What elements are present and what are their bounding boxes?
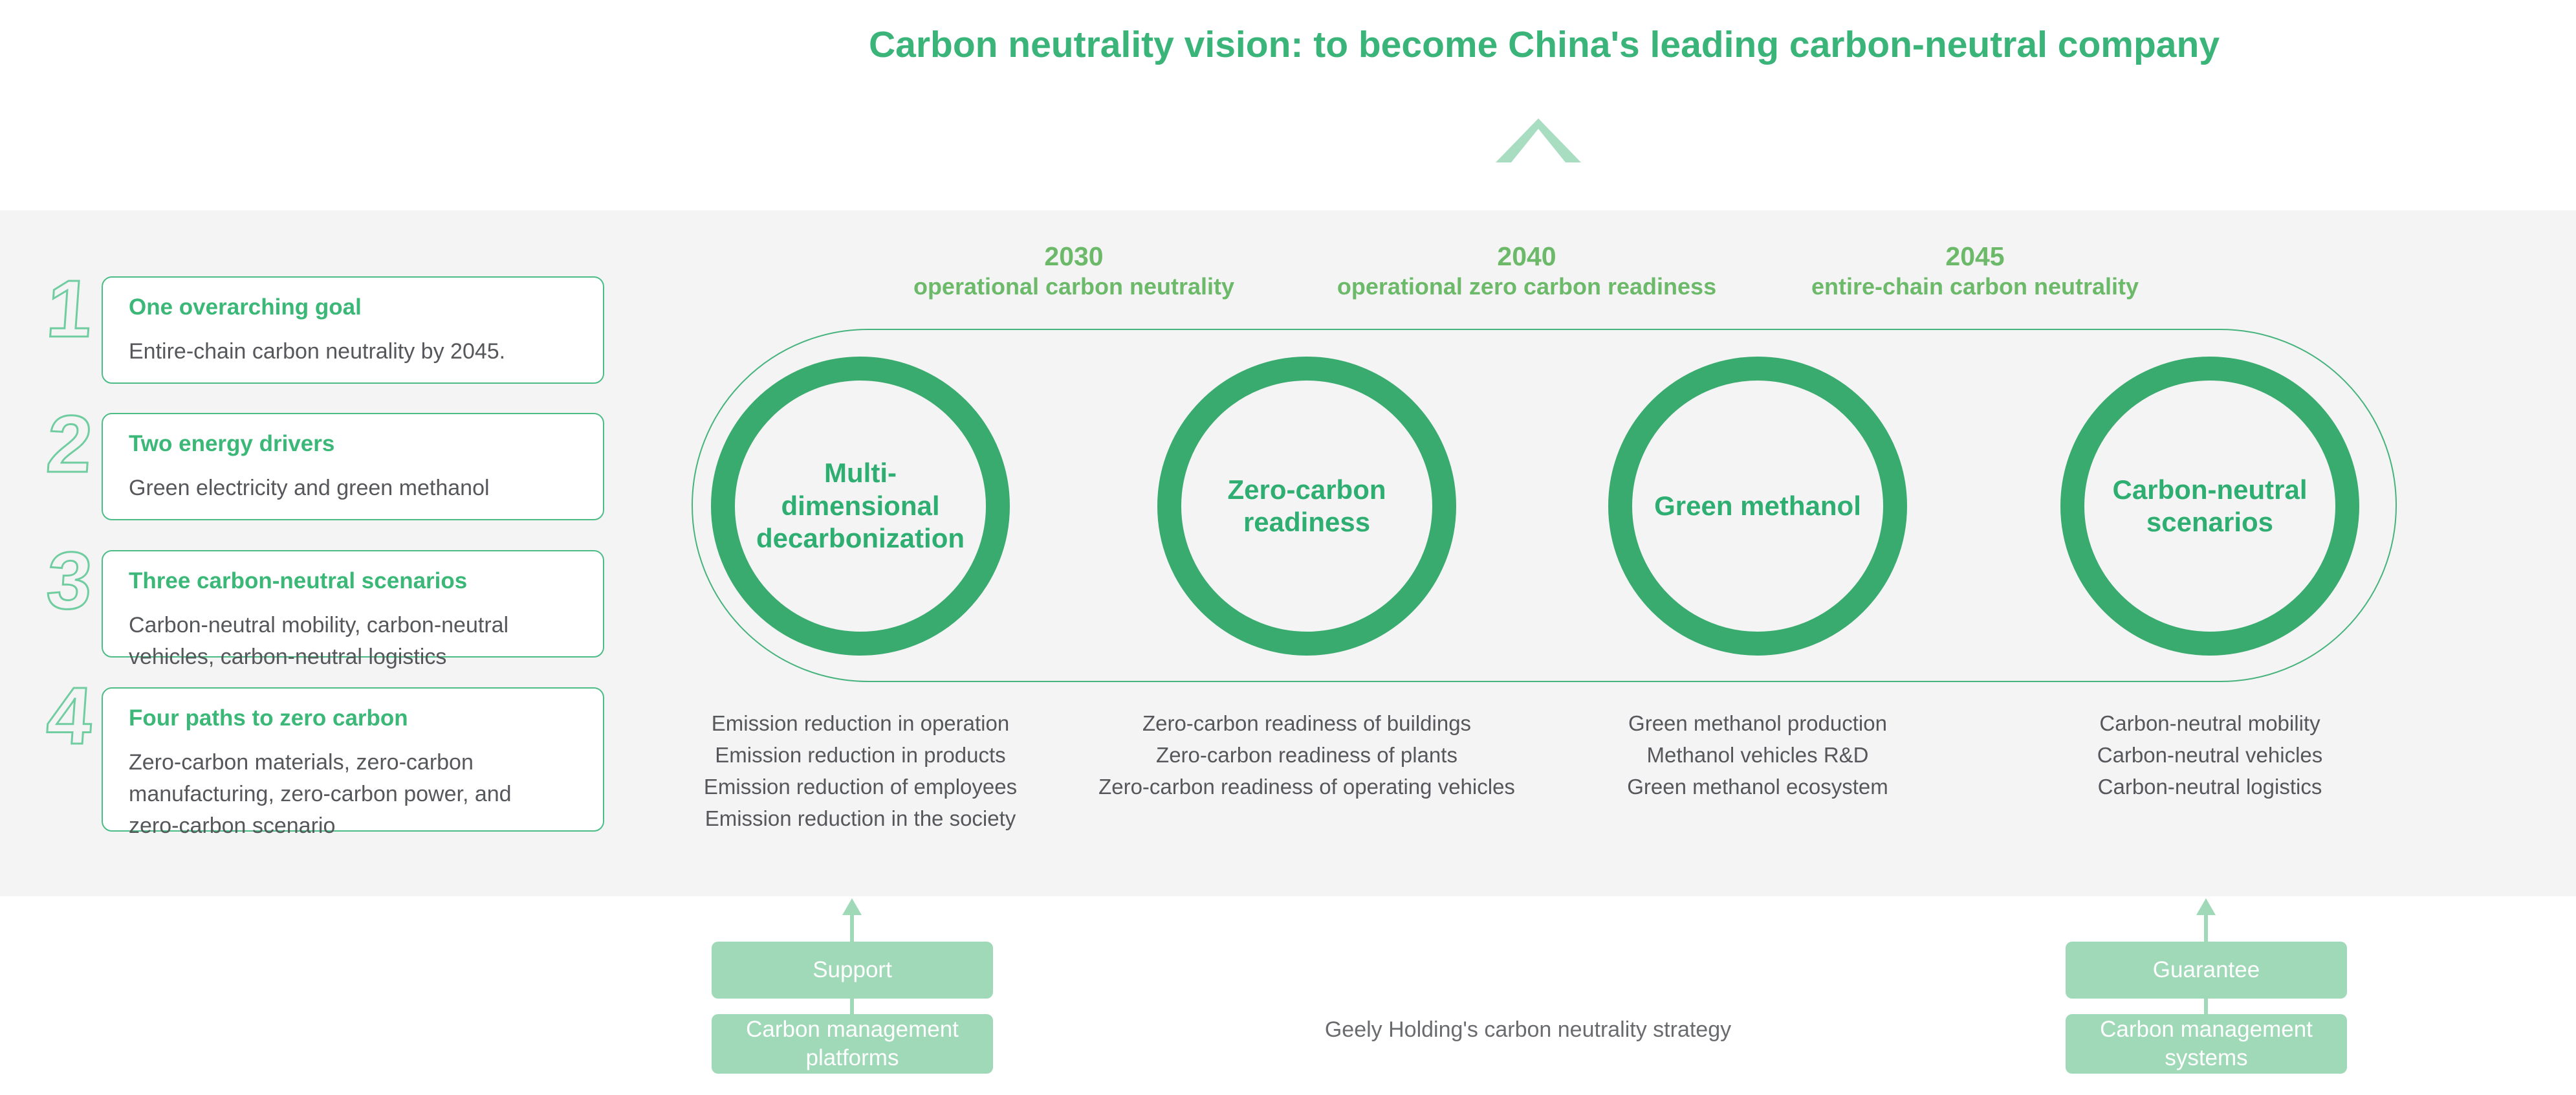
page-title: Carbon neutrality vision: to become Chin… bbox=[868, 24, 2220, 65]
goal-body: Green electricity and green methanol bbox=[129, 476, 490, 500]
goal-card-1: One overarching goal Entire-chain carbon… bbox=[102, 276, 604, 384]
pill-outline bbox=[692, 329, 2397, 682]
list-item: Carbon-neutral vehicles bbox=[2097, 743, 2323, 767]
pillar-list-decarbonization: Emission reduction in operation Emission… bbox=[634, 707, 1087, 834]
milestone-2040: 2040 operational zero carbon readiness bbox=[1300, 241, 1753, 302]
support-box: Support bbox=[712, 942, 993, 999]
pillar-circle-readiness: Zero-carbon readiness bbox=[1157, 357, 1456, 656]
connector-line bbox=[850, 999, 854, 1015]
milestone-year: 2030 bbox=[1044, 241, 1104, 271]
milestone-2045: 2045 entire-chain carbon neutrality bbox=[1749, 241, 2201, 302]
list-item: Emission reduction in operation bbox=[711, 711, 1010, 735]
milestone-label: entire-chain carbon neutrality bbox=[1811, 273, 2139, 300]
pillar-list-methanol: Green methanol production Methanol vehic… bbox=[1531, 707, 1984, 802]
list-item: Zero-carbon readiness of plants bbox=[1156, 743, 1457, 767]
list-item: Emission reduction in the society bbox=[704, 806, 1016, 830]
pillar-circle-decarbonization: Multi- dimensional decarbonization bbox=[711, 357, 1010, 656]
goal-card-2: Two energy drivers Green electricity and… bbox=[102, 413, 604, 520]
list-item: Carbon-neutral mobility bbox=[2099, 711, 2320, 735]
milestone-label: operational zero carbon readiness bbox=[1337, 273, 1717, 300]
arrow-stem bbox=[2204, 912, 2208, 942]
chevron-up-icon bbox=[1496, 118, 1581, 162]
pillar-list-readiness: Zero-carbon readiness of buildings Zero-… bbox=[1080, 707, 1533, 802]
circle-label: Carbon-neutral scenarios bbox=[2112, 474, 2308, 537]
arrow-up-icon bbox=[2196, 898, 2216, 915]
carbon-management-systems-box: Carbon management systems bbox=[2066, 1014, 2347, 1074]
arrow-stem bbox=[850, 912, 854, 942]
list-item: Green methanol ecosystem bbox=[1627, 775, 1888, 799]
connector-line bbox=[2204, 999, 2208, 1015]
list-item: Zero-carbon readiness of operating vehic… bbox=[1098, 775, 1515, 799]
goal-body: Carbon-neutral mobility, carbon-neutral … bbox=[129, 613, 509, 669]
goal-title: One overarching goal bbox=[129, 294, 362, 320]
pillar-circle-methanol: Green methanol bbox=[1608, 357, 1907, 656]
carbon-management-platforms-box: Carbon management platforms bbox=[712, 1014, 993, 1074]
circle-label: Zero-carbon readiness bbox=[1227, 474, 1386, 537]
circle-label: Multi- dimensional decarbonization bbox=[756, 458, 965, 554]
milestone-2030: 2030 operational carbon neutrality bbox=[847, 241, 1300, 302]
list-item: Carbon-neutral logistics bbox=[2097, 775, 2322, 799]
pillar-list-scenarios: Carbon-neutral mobility Carbon-neutral v… bbox=[1983, 707, 2436, 802]
circle-label: Green methanol bbox=[1654, 490, 1861, 521]
list-item: Zero-carbon readiness of buildings bbox=[1142, 711, 1472, 735]
guarantee-box: Guarantee bbox=[2066, 942, 2347, 999]
milestone-label: operational carbon neutrality bbox=[913, 273, 1235, 300]
list-item: Green methanol production bbox=[1628, 711, 1887, 735]
goal-title: Four paths to zero carbon bbox=[129, 705, 408, 731]
goal-title: Three carbon-neutral scenarios bbox=[129, 568, 468, 593]
goal-title: Two energy drivers bbox=[129, 431, 335, 456]
milestone-year: 2045 bbox=[1945, 241, 2005, 271]
list-item: Emission reduction of employees bbox=[703, 775, 1018, 799]
arrow-up-icon bbox=[842, 898, 862, 915]
list-item: Methanol vehicles R&D bbox=[1646, 743, 1869, 767]
caption: Geely Holding's carbon neutrality strate… bbox=[1324, 1017, 1732, 1042]
goal-body: Entire-chain carbon neutrality by 2045. bbox=[129, 339, 506, 364]
pillar-circle-scenarios: Carbon-neutral scenarios bbox=[2060, 357, 2359, 656]
milestone-year: 2040 bbox=[1497, 241, 1556, 271]
goal-card-3: Three carbon-neutral scenarios Carbon-ne… bbox=[102, 550, 604, 669]
goal-body: Zero-carbon materials, zero-carbon manuf… bbox=[129, 750, 512, 838]
goal-card-4: Four paths to zero carbon Zero-carbon ma… bbox=[102, 687, 604, 838]
list-item: Emission reduction in products bbox=[715, 743, 1006, 767]
